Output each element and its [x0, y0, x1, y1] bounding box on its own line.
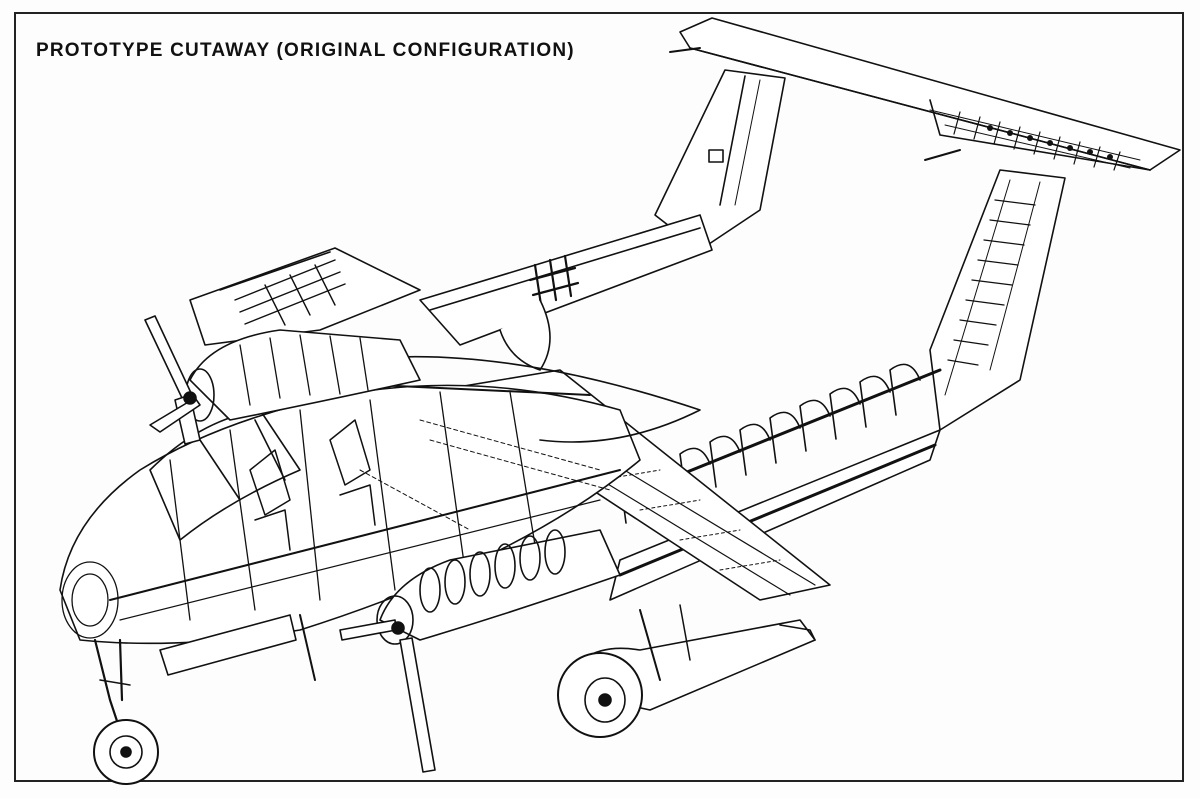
right-propeller — [340, 620, 435, 772]
left-propeller — [145, 316, 200, 444]
right-engine-nacelle — [377, 530, 620, 644]
nose-landing-gear — [94, 640, 158, 784]
left-engine-nacelle — [186, 330, 420, 421]
figure-title: PROTOTYPE CUTAWAY (ORIGINAL CONFIGURATIO… — [36, 40, 575, 61]
horizontal-stabilizer — [670, 18, 1180, 170]
fuselage-pod — [60, 357, 700, 644]
left-tail-boom — [420, 215, 712, 370]
figure-border — [14, 12, 1184, 782]
ventral-store — [160, 615, 315, 680]
right-tail-boom — [610, 170, 1065, 600]
left-wing — [190, 248, 420, 345]
main-landing-gear — [558, 605, 815, 737]
